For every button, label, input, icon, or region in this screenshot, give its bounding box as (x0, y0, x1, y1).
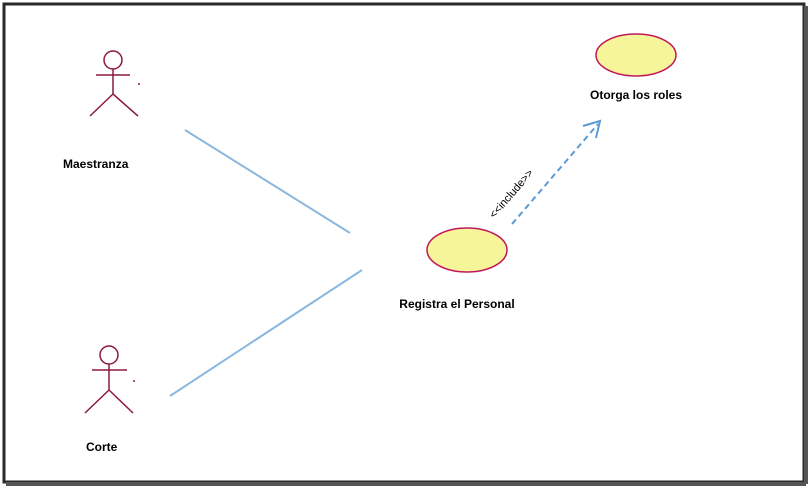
actor-left-leg (84, 389, 110, 414)
actor-label-maestranza: Maestranza (63, 157, 129, 171)
actor-dot (133, 380, 135, 382)
actor-corte[interactable] (84, 345, 134, 414)
actor-right-leg (112, 93, 139, 117)
actor-left-leg (89, 93, 114, 117)
usecase-label-registra: Registra el Personal (399, 297, 514, 311)
association-corte-registra (169, 269, 363, 397)
actor-right-leg (108, 389, 134, 414)
usecase-otorga-ellipse[interactable] (595, 33, 677, 77)
actor-label-corte: Corte (86, 440, 118, 454)
usecase-registra-ellipse[interactable] (426, 227, 508, 273)
actor-dot (138, 83, 140, 85)
actor-maestranza[interactable] (89, 50, 139, 117)
include-arrowhead (582, 119, 602, 139)
include-dependency-line (511, 123, 599, 225)
association-maestranza-registra (184, 129, 351, 234)
frame-border (2, 2, 806, 484)
usecase-label-otorga: Otorga los roles (590, 88, 682, 102)
